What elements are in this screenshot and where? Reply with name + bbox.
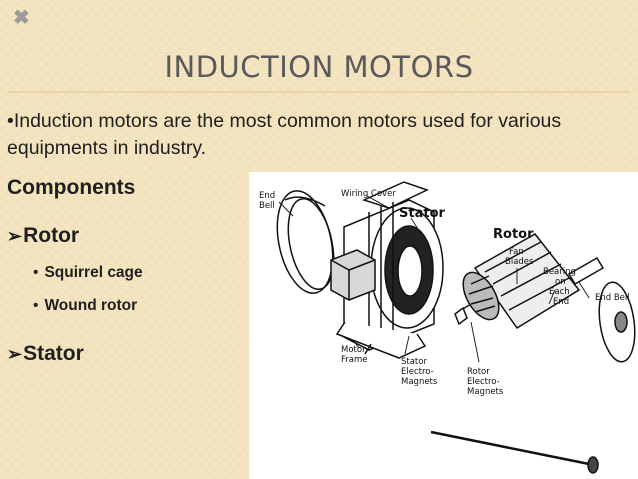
dot-bullet-icon: • — [33, 297, 39, 314]
label-rotor: Rotor — [493, 227, 534, 242]
label-stator-magnets-2: Electro- — [401, 367, 434, 377]
motor-diagram-svg: End Bell Wiring Cover Stator Rotor Fan B… — [259, 181, 636, 474]
bullet-stator: ➢Stator — [7, 342, 84, 366]
label-stator: Stator — [399, 206, 445, 221]
intro-text: •Induction motors are the most common mo… — [7, 110, 562, 159]
label-stator-magnets-3: Magnets — [401, 377, 438, 387]
sub-bullet-label: Wound rotor — [44, 297, 138, 314]
label-end-bell-left-2: Bell — [259, 201, 275, 211]
label-rotor-magnets: Rotor — [467, 367, 490, 377]
motor-exploded-diagram: End Bell Wiring Cover Stator Rotor Fan B… — [249, 172, 638, 479]
bullet-rotor-label: Rotor — [23, 224, 80, 247]
slide-title: INDUCTION MOTORS — [164, 50, 474, 84]
label-bearing: Bearing — [543, 267, 576, 277]
label-end-bell-right: End Bell — [595, 293, 630, 303]
stator-housing-shape — [343, 181, 444, 351]
title-divider — [8, 91, 630, 93]
motor-frame-base-shape — [335, 321, 427, 359]
label-fan-blades: Fan — [509, 247, 524, 257]
rotor-shape — [454, 233, 605, 330]
label-bearing-3: Each — [549, 287, 570, 297]
label-bearing-4: End — [553, 297, 569, 307]
bolt-shape — [430, 430, 599, 474]
label-motor-frame-2: Frame — [341, 355, 367, 365]
label-end-bell-left: End — [259, 191, 275, 201]
label-wiring-cover: Wiring Cover — [341, 189, 396, 199]
arrow-bullet-icon: ➢ — [7, 226, 23, 246]
right-end-bell-shape — [598, 281, 636, 363]
wiring-cover-shape — [330, 249, 376, 301]
bullet-stator-label: Stator — [23, 342, 84, 365]
left-end-bell-shape — [276, 190, 335, 294]
corner-x-icon: ✖ — [13, 7, 30, 29]
bullet-rotor: ➢Rotor — [7, 224, 79, 248]
sub-bullet-wound-rotor: • Wound rotor — [33, 297, 137, 315]
arrow-bullet-icon: ➢ — [7, 344, 23, 364]
dot-bullet-icon: • — [33, 264, 39, 281]
label-stator-magnets: Stator — [401, 357, 427, 367]
components-heading: Components — [7, 176, 136, 199]
label-rotor-magnets-2: Electro- — [467, 377, 500, 387]
label-motor-frame: Motor — [341, 345, 366, 355]
sub-bullet-squirrel-cage: • Squirrel cage — [33, 264, 143, 282]
label-bearing-2: on — [555, 277, 566, 287]
sub-bullet-label: Squirrel cage — [44, 264, 143, 281]
label-fan-blades-2: Blades — [505, 257, 534, 267]
label-rotor-magnets-3: Magnets — [467, 387, 504, 397]
